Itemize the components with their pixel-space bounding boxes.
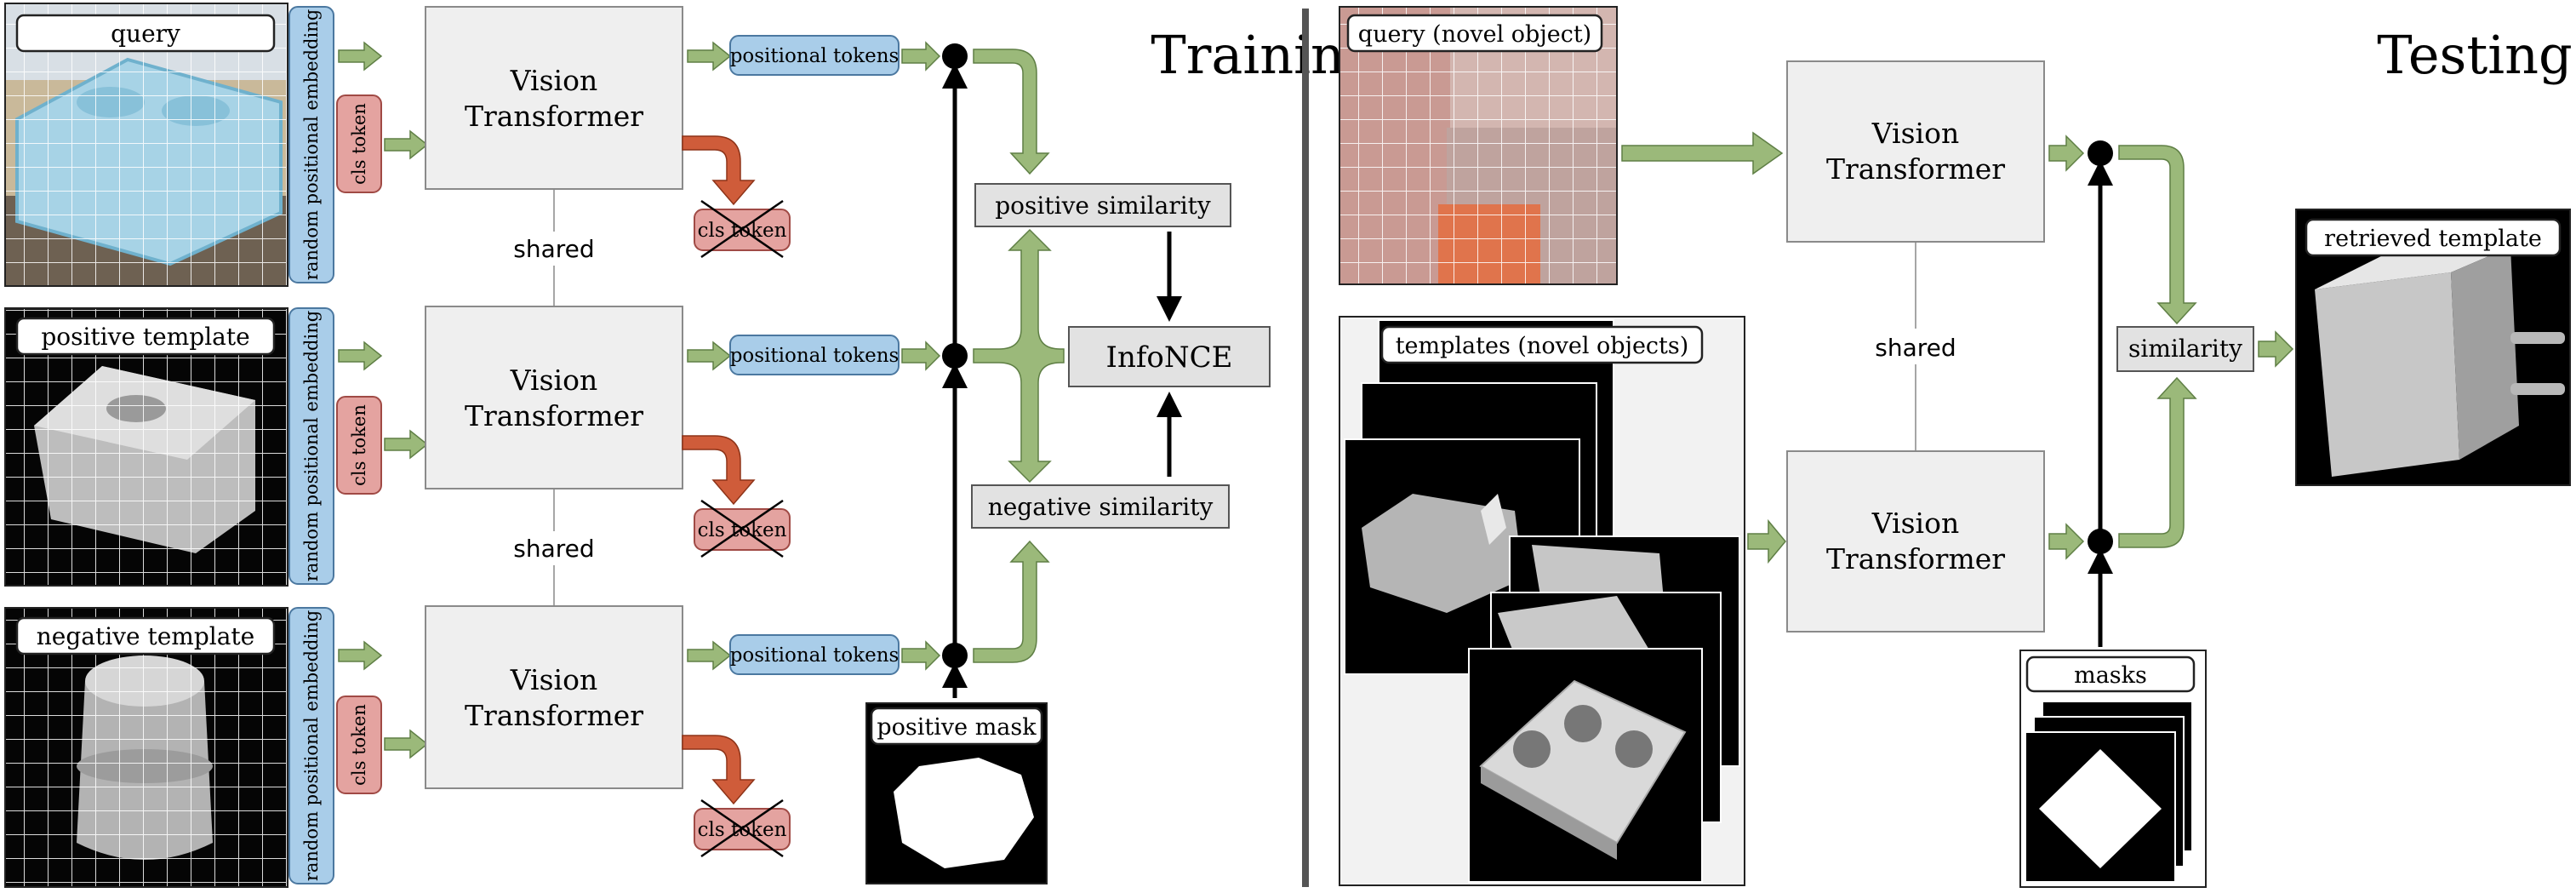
token-to-dot-arrows xyxy=(901,41,941,671)
cls-token-input-2: cls token xyxy=(336,396,382,495)
svg-text:masks: masks xyxy=(2074,662,2147,689)
negative-similarity-box: negative similarity xyxy=(971,484,1230,529)
svg-text:Vision: Vision xyxy=(1871,507,1959,540)
positional-tokens-2: positional tokens xyxy=(729,335,900,375)
svg-text:positional tokens: positional tokens xyxy=(730,644,900,667)
cls-token-input-1: cls token xyxy=(336,94,382,193)
svg-text:Vision: Vision xyxy=(510,363,597,397)
svg-text:query (novel object): query (novel object) xyxy=(1358,21,1591,48)
svg-text:query: query xyxy=(111,20,180,48)
svg-text:Transformer: Transformer xyxy=(465,100,643,133)
svg-text:Transformer: Transformer xyxy=(1826,152,2005,186)
training-vit-3: Vision Transformer xyxy=(425,605,683,789)
training-positive-mask: positive mask xyxy=(865,702,1048,884)
svg-text:cls token: cls token xyxy=(698,519,787,541)
positional-tokens-1: positional tokens xyxy=(729,35,900,76)
retrieved-template-image: retrieved template xyxy=(2295,209,2571,486)
shared-label-1: shared xyxy=(513,235,594,263)
mask-dot-1 xyxy=(942,43,968,69)
svg-text:positive template: positive template xyxy=(41,323,249,351)
testing-masks: masks xyxy=(2019,650,2207,888)
svg-text:Vision: Vision xyxy=(510,663,597,696)
testing-shared-connector: shared xyxy=(1875,242,1956,451)
mask-dot-2 xyxy=(942,343,968,369)
svg-text:retrieved template: retrieved template xyxy=(2324,226,2542,252)
training-shared-connectors: shared shared xyxy=(513,189,595,606)
svg-text:Vision: Vision xyxy=(510,64,597,97)
svg-text:Transformer: Transformer xyxy=(465,399,643,432)
positional-embedding-bar-2: random positional embedding xyxy=(288,307,334,585)
training-query-label: query xyxy=(15,14,276,53)
training-negative-template-label: negative template xyxy=(15,616,276,655)
training-vit-1: Vision Transformer xyxy=(425,6,683,190)
positional-embedding-bar-1: random positional embedding xyxy=(288,6,334,283)
svg-text:Transformer: Transformer xyxy=(465,699,643,732)
svg-text:negative template: negative template xyxy=(37,622,254,650)
templates-to-vit-arrow xyxy=(1747,518,1786,564)
testing-similarity-box: similarity xyxy=(2116,326,2254,372)
positional-tokens-3: positional tokens xyxy=(729,634,900,675)
svg-text:cls token: cls token xyxy=(349,704,369,786)
positive-similarity-box: positive similarity xyxy=(974,183,1231,227)
svg-text:shared: shared xyxy=(1875,334,1956,362)
training-mask-application xyxy=(942,43,968,698)
testing-title: Testing xyxy=(2377,24,2572,86)
positional-embedding-bar-3: random positional embedding xyxy=(288,607,334,884)
shared-label-2: shared xyxy=(513,535,594,563)
training-positive-template-label: positive template xyxy=(15,317,276,356)
cls-token-input-3: cls token xyxy=(336,696,382,794)
testing-output-arrows xyxy=(2048,135,2085,560)
section-divider xyxy=(1302,9,1309,887)
svg-text:positional tokens: positional tokens xyxy=(730,345,900,367)
testing-query-image: query (novel object) xyxy=(1339,6,1618,285)
testing-mask-application xyxy=(2088,140,2113,647)
svg-text:cls token: cls token xyxy=(349,103,369,185)
svg-text:positive similarity: positive similarity xyxy=(995,192,1211,220)
svg-text:templates (novel objects): templates (novel objects) xyxy=(1396,333,1689,359)
infonce-loss-box: InfoNCE xyxy=(1068,326,1271,387)
testing-similarity-arrows xyxy=(2118,145,2197,548)
training-vit-2: Vision Transformer xyxy=(425,306,683,489)
svg-text:positive mask: positive mask xyxy=(877,714,1037,741)
svg-text:similarity: similarity xyxy=(2128,335,2242,363)
svg-text:random positional embedding: random positional embedding xyxy=(301,610,322,881)
svg-text:random positional embedding: random positional embedding xyxy=(301,9,322,280)
svg-text:positional tokens: positional tokens xyxy=(730,45,900,67)
query-to-vit-arrow xyxy=(1621,131,1784,175)
similarity-to-retrieved-arrow xyxy=(2258,330,2294,368)
mask-dot-3 xyxy=(942,643,968,668)
testing-vit-2: Vision Transformer xyxy=(1786,450,2045,633)
testing-vit-1: Vision Transformer xyxy=(1786,60,2045,243)
svg-text:cls token: cls token xyxy=(349,404,369,486)
svg-text:random positional embedding: random positional embedding xyxy=(301,311,322,581)
svg-text:Vision: Vision xyxy=(1871,117,1959,150)
similarity-flow-arrows xyxy=(973,49,1065,663)
testing-templates-stack: templates (novel objects) xyxy=(1339,316,1745,886)
svg-text:negative similarity: negative similarity xyxy=(988,493,1214,521)
svg-text:cls token: cls token xyxy=(698,819,787,841)
svg-text:cls token: cls token xyxy=(698,220,787,242)
svg-text:Transformer: Transformer xyxy=(1826,542,2005,575)
svg-text:InfoNCE: InfoNCE xyxy=(1106,341,1233,375)
discarded-cls-tokens: cls token cls token cls token xyxy=(682,135,791,858)
